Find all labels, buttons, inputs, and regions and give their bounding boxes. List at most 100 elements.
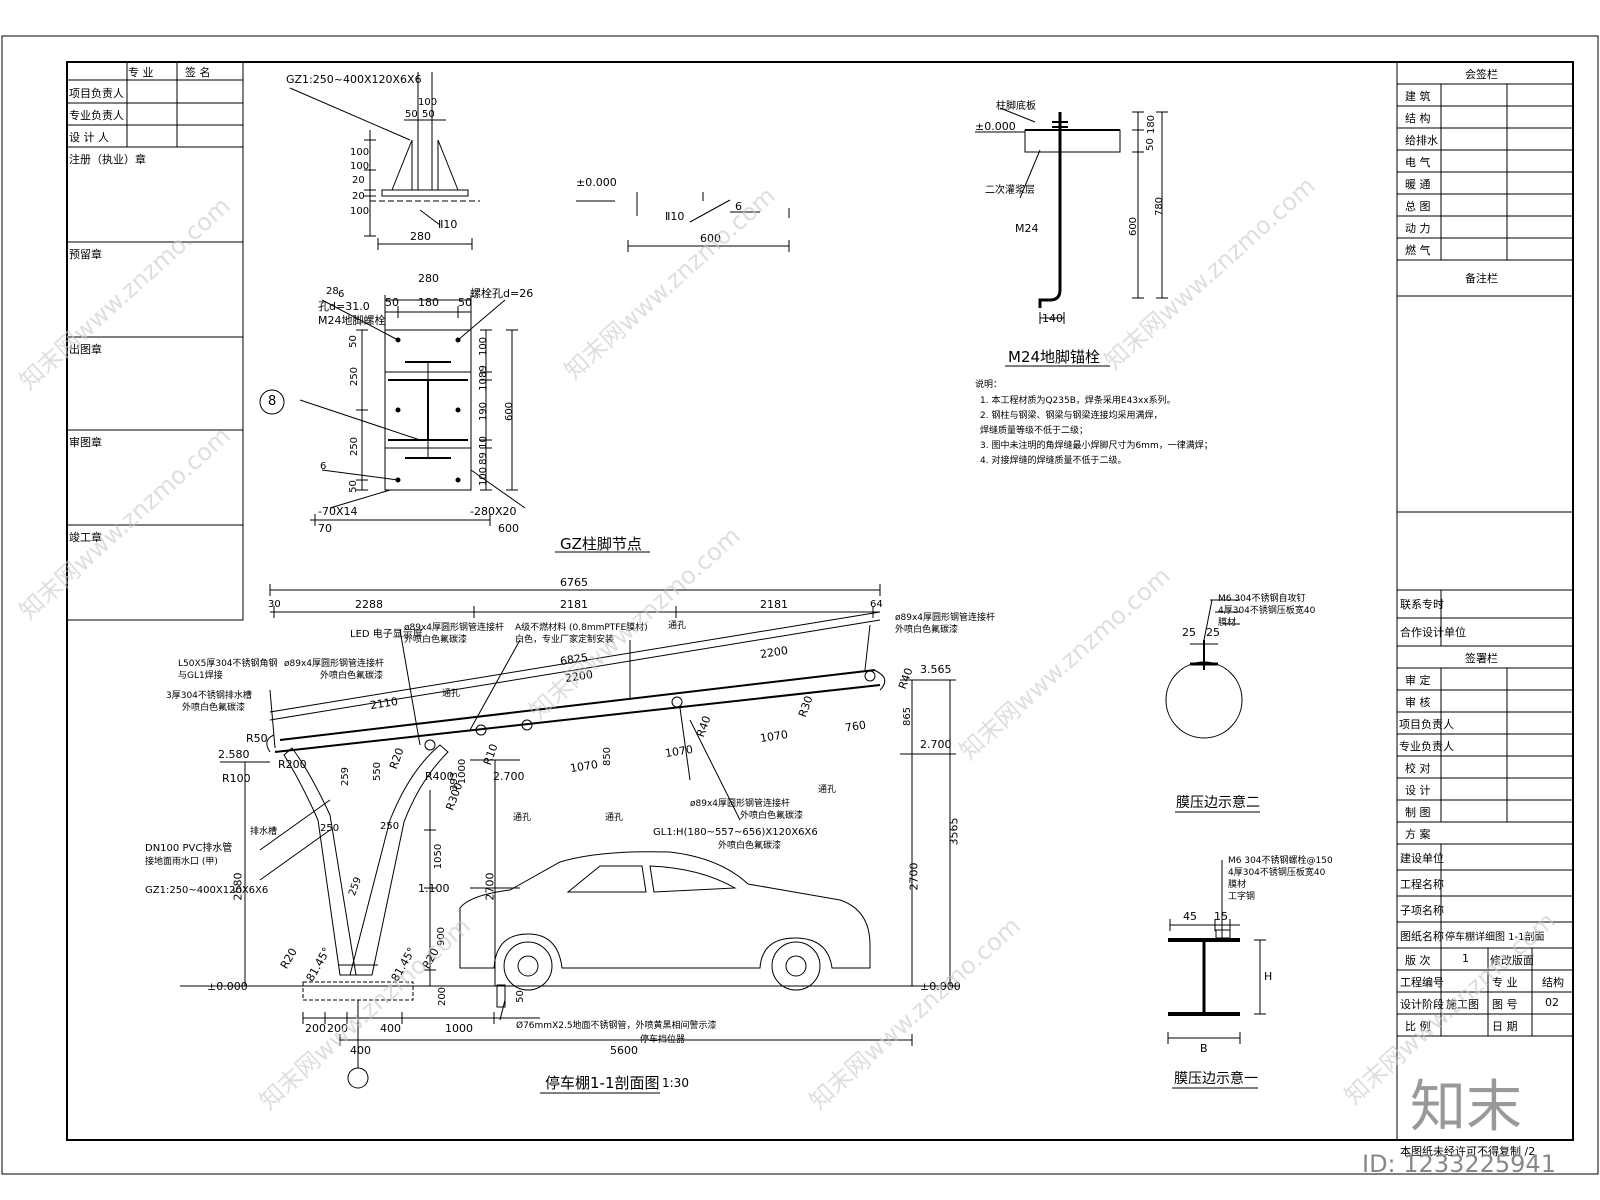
- plan-bolt-hole-26: 螺栓孔d=26: [470, 287, 534, 300]
- anchor-label-grout: 二次灌浆层: [985, 185, 1035, 196]
- callout-gutter-paint: 外喷白色氟碳漆: [182, 703, 246, 713]
- plan-right-dim-89b: 89: [477, 452, 489, 465]
- sec-mid-dim-2700: 2700: [483, 872, 497, 901]
- tb-remarks: 备注栏: [1465, 272, 1498, 285]
- membrane2-dim-25a: 25: [1182, 626, 1196, 639]
- tb-version-val: 1: [1462, 952, 1469, 965]
- sec-right-dim-865: 865: [902, 706, 914, 727]
- stamp-row-designer: 设 计 人: [69, 131, 109, 144]
- stamp-section-review: 审图章: [69, 436, 102, 449]
- outer-frame: [1, 35, 1599, 1175]
- column-foot-plan: [259, 295, 526, 526]
- sec-top-dim-64: 64: [870, 599, 883, 610]
- plan-right-dim-190: 190: [478, 401, 490, 422]
- plan-right-dim-100a: 100: [478, 336, 490, 357]
- tb-countersign-header: 会签栏: [1465, 68, 1498, 81]
- tb-discipline-plumb: 给排水: [1405, 134, 1438, 147]
- plan-dim-50b: 50: [458, 296, 472, 309]
- weld-dim-600: 600: [700, 232, 721, 245]
- plan-plate-70x14: -70X14: [318, 505, 358, 518]
- tb-sign-design: 设 计: [1405, 784, 1431, 797]
- callout-tube-1: ø89x4厚圆形钢管连接杆: [404, 623, 505, 633]
- sec-left-dim-1050: 1050: [433, 843, 445, 870]
- tb-revision-label: 修改版面: [1490, 954, 1534, 967]
- plan-right-dim-600: 600: [504, 401, 516, 422]
- stamp-section-reserved: 预留章: [69, 248, 102, 261]
- tb-scale-label: 比 例: [1405, 1020, 1431, 1033]
- callout-tube-left-paint: 外喷白色氟碳漆: [320, 671, 384, 681]
- column-elev-dim-100-top: 100: [418, 97, 438, 108]
- tb-partner: 合作设计单位: [1400, 626, 1466, 639]
- anchor-label-elev: ±0.000: [975, 120, 1016, 133]
- notes-item-5: 4. 对接焊缝的焊缝质量不低于二级。: [980, 456, 1127, 466]
- callout-bollard-stop: 停车挡位器: [640, 1035, 686, 1045]
- right-title-block: [1396, 62, 1574, 1141]
- membrane2-dim-25b: 25: [1206, 626, 1220, 639]
- sec-bollard-dim-50: 50: [514, 990, 526, 1003]
- column-elev-dim-100c: 100: [350, 206, 370, 217]
- tb-sign-drafting: 制 图: [1405, 806, 1431, 819]
- column-elev-label: GZ1:250~400X120X6X6: [286, 73, 422, 86]
- column-foot-elevation: [289, 72, 480, 250]
- sec-elev-zero-left: ±0.000: [207, 980, 248, 993]
- tb-discipline-gas: 燃 气: [1405, 244, 1431, 257]
- tb-contact: 联系专时: [1400, 598, 1444, 611]
- plan-plate-280x20: -280X20: [470, 505, 517, 518]
- plan-weld-28: 28: [326, 286, 339, 297]
- tb-discipline-hvac: 暖 通: [1405, 178, 1431, 191]
- tb-project-name: 工程名称: [1400, 878, 1444, 891]
- tb-stage-val: 施工图: [1446, 998, 1479, 1011]
- membrane2-plate: 4厚304不锈钢压板宽40: [1218, 606, 1316, 616]
- sec-elev-3565: 3.565: [920, 663, 952, 676]
- column-elev-dim-280: 280: [410, 230, 431, 243]
- plan-bottom-dim-600: 600: [498, 522, 519, 535]
- anchor-label-baseplate: 柱脚底板: [996, 101, 1036, 112]
- sec-radius-r50: R50: [246, 732, 268, 745]
- stamp-section-issue: 出图章: [69, 343, 102, 356]
- membrane1-dim-15: 15: [1214, 910, 1228, 923]
- sec-elev-zero-right: ±0.000: [920, 980, 961, 993]
- anchor-dim-140: 140: [1042, 312, 1063, 325]
- plan-weld-6a: 6: [338, 289, 345, 300]
- tb-sub-item: 子项名称: [1400, 904, 1444, 917]
- callout-bollard: Ø76mmX2.5地面不锈钢管，外喷黄黑相间警示漆: [516, 1021, 717, 1031]
- detail-tag-number: 8: [268, 394, 277, 409]
- column-elev-dim-50a: 50: [405, 109, 418, 120]
- plan-right-dim-10a: 10: [477, 378, 489, 391]
- callout-membrane: A级不燃材料 (0.8mmPTFE膜材): [515, 623, 648, 633]
- stamp-header-discipline: 专 业: [128, 66, 154, 79]
- plan-left-dim-250a: 250: [349, 366, 361, 387]
- callout-hole-1: 通孔: [668, 621, 687, 631]
- tb-discipline-label: 专 业: [1492, 976, 1518, 989]
- weld-size: 6: [735, 200, 742, 213]
- column-elev-dim-100b: 100: [350, 161, 370, 172]
- plan-weld-6b: 6: [320, 461, 327, 472]
- plan-right-dim-100b: 100: [478, 466, 490, 487]
- anchor-dim-50: 50: [1144, 138, 1156, 151]
- stamp-row-project-lead: 项目负责人: [69, 87, 124, 100]
- stamp-header-signature: 签 名: [185, 66, 211, 79]
- sec-elev-2700-mid: 2.700: [493, 770, 525, 783]
- callout-gutter: 3厚304不锈钢排水槽: [166, 691, 252, 701]
- sec-bottom-dim-200b: 200: [327, 1022, 348, 1035]
- tb-sign-header: 签署栏: [1465, 652, 1498, 665]
- plan-left-dim-50a: 50: [347, 335, 359, 348]
- tb-sign-approve: 审 定: [1405, 674, 1431, 687]
- callout-hole-4: 通孔: [605, 813, 624, 823]
- column-elev-dim-100a: 100: [350, 147, 370, 158]
- tb-discipline-val: 结构: [1542, 976, 1564, 989]
- car-outline: [459, 851, 871, 969]
- sec-bottom-dim-5600: 5600: [610, 1044, 638, 1057]
- membrane2-film: 膜材: [1218, 618, 1237, 628]
- detail-tag-circle: [259, 389, 285, 415]
- callout-gz1: GZ1:250~400X120X6X6: [145, 885, 269, 896]
- inner-frame: [66, 61, 1574, 1141]
- anchor-dim-600: 600: [1128, 216, 1140, 237]
- sec-elev-2700-right: 2.700: [920, 738, 952, 751]
- callout-hole-3: 通孔: [513, 813, 532, 823]
- callout-tube-lower: ø89x4厚圆形钢管连接杆: [690, 799, 791, 809]
- carport-section: [180, 584, 960, 1089]
- anchor-dim-180: 180: [1146, 114, 1158, 135]
- plan-bottom-dim-70: 70: [318, 522, 332, 535]
